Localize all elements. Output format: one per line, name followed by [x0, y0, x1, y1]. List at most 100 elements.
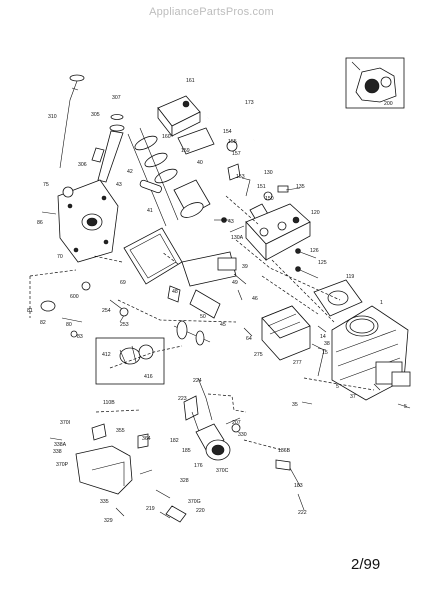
valve-cover: [157, 95, 215, 155]
label-81: 81: [27, 308, 33, 314]
label-126: 126: [310, 248, 319, 254]
label-355: 355: [116, 428, 125, 434]
label-207: 207: [232, 420, 241, 426]
label-49: 49: [232, 280, 238, 286]
label-14: 14: [320, 334, 326, 340]
label-1: 1: [380, 300, 383, 306]
date-code: 2/99: [351, 556, 381, 573]
label-120: 120: [311, 210, 320, 216]
label-151: 151: [257, 184, 266, 190]
label-40: 40: [197, 160, 203, 166]
label-329: 329: [104, 518, 113, 524]
label-159: 159: [181, 148, 190, 154]
label-224: 224: [193, 378, 202, 384]
label-154: 154: [223, 129, 232, 135]
label-305: 305: [91, 112, 100, 118]
assembly-guide-lines: [29, 195, 375, 451]
fasteners: [49, 219, 411, 519]
label-69: 69: [120, 280, 126, 286]
label-150: 150: [265, 196, 274, 202]
label-5b: 5: [404, 404, 407, 410]
label-338: 338: [53, 449, 62, 455]
label-307: 307: [112, 95, 121, 101]
label-45: 45: [220, 322, 226, 328]
label-220: 220: [196, 508, 205, 514]
label-35: 35: [292, 402, 298, 408]
control-bracket: [75, 423, 187, 523]
label-222: 222: [298, 510, 307, 516]
label-130A: 130A: [231, 235, 244, 241]
label-183: 183: [294, 483, 303, 489]
inset-gear-box: [95, 337, 165, 385]
label-80: 80: [66, 322, 72, 328]
piston: [139, 179, 227, 223]
label-38: 38: [324, 341, 330, 347]
label-119: 119: [346, 274, 354, 280]
label-157: 157: [232, 151, 241, 157]
watermark: AppliancePartsPros.com: [149, 6, 274, 18]
label-43a: 43: [116, 182, 122, 188]
label-600: 600: [70, 294, 79, 300]
label-253: 253: [120, 322, 129, 328]
head-gasket: [313, 279, 363, 317]
label-364: 364: [142, 436, 151, 442]
part-number-labels: 161 307 173 305 310 154 160 155 159 157 …: [27, 78, 407, 524]
label-185: 185: [182, 448, 191, 454]
label-39: 39: [242, 264, 248, 270]
breather-tube: [207, 105, 262, 141]
intake-linkage: [183, 377, 241, 461]
camshaft: [173, 320, 211, 346]
label-254: 254: [102, 308, 111, 314]
label-200: 200: [384, 101, 393, 107]
label-182: 182: [170, 438, 179, 444]
label-370P: 370P: [56, 462, 69, 468]
muffler: [261, 305, 325, 377]
inset-engine-view: [345, 57, 405, 109]
valve-train-parts: [226, 140, 301, 221]
label-130: 130: [264, 170, 273, 176]
label-306: 306: [78, 162, 87, 168]
label-135: 135: [296, 184, 305, 190]
crankshaft: [181, 251, 247, 319]
label-161: 161: [186, 78, 195, 84]
label-42: 42: [127, 169, 133, 175]
label-275: 275: [254, 352, 263, 358]
connecting-rod: [167, 285, 181, 303]
label-46: 46: [252, 296, 258, 302]
label-176: 176: [194, 463, 203, 469]
label-110B: 110B: [103, 400, 115, 406]
label-83: 83: [77, 334, 83, 340]
label-173: 173: [245, 100, 254, 106]
label-86: 86: [37, 220, 43, 226]
label-43b: 43: [228, 219, 234, 225]
label-186B: 186B: [278, 448, 291, 454]
label-41: 41: [147, 208, 153, 214]
label-64: 64: [246, 336, 252, 342]
label-5a: 5: [336, 384, 339, 390]
label-219: 219: [146, 506, 155, 512]
label-160: 160: [162, 134, 171, 140]
label-223: 223: [178, 396, 187, 402]
dipstick-assembly: [59, 74, 85, 169]
label-330: 330: [238, 432, 247, 438]
label-370I: 370I: [60, 420, 70, 426]
dipstick-tube: [91, 114, 125, 183]
head-bolts: [295, 248, 319, 279]
governor-parts: [40, 281, 129, 338]
label-15: 15: [322, 350, 328, 356]
label-82: 82: [40, 320, 46, 326]
label-48: 48: [172, 289, 178, 295]
engine-block: [331, 305, 411, 401]
label-370C: 370C: [216, 468, 229, 474]
label-335: 335: [100, 499, 109, 505]
governor-lever: [275, 459, 305, 511]
piston-rings: [127, 127, 179, 227]
cylinder-head: [245, 203, 311, 262]
label-50: 50: [200, 314, 206, 320]
label-37: 37: [350, 394, 356, 400]
label-328: 328: [180, 478, 189, 484]
label-412: 412: [102, 352, 111, 358]
label-338A: 338A: [54, 442, 67, 448]
